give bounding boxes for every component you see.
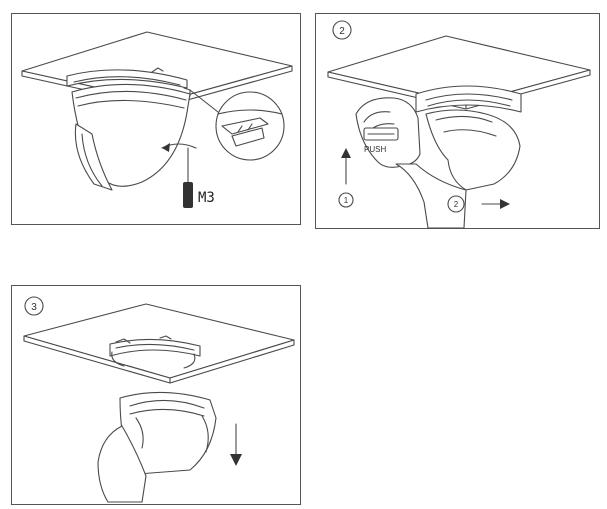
step-2-illustration: 2 PUSH bbox=[327, 20, 591, 229]
up-arrow bbox=[341, 148, 351, 185]
step-1-panel: M3 bbox=[11, 13, 301, 225]
step-number-badge: 2 bbox=[332, 20, 352, 40]
svg-text:2: 2 bbox=[454, 200, 459, 209]
svg-text:2: 2 bbox=[339, 26, 345, 37]
screwdriver-icon bbox=[183, 147, 193, 208]
hand-with-camera bbox=[97, 391, 217, 503]
step-3-panel: 3 bbox=[11, 285, 301, 505]
step-2-badge-2: 2 bbox=[447, 195, 465, 213]
push-label: PUSH bbox=[364, 145, 386, 154]
mounting-base bbox=[109, 335, 201, 369]
step-3-illustration: 3 bbox=[23, 296, 295, 503]
right-arrow bbox=[481, 199, 510, 209]
push-tab: PUSH bbox=[363, 127, 399, 154]
step-number-badge: 3 bbox=[24, 296, 44, 316]
step-2-panel: 2 PUSH bbox=[315, 13, 600, 229]
step-1-illustration: M3 bbox=[21, 31, 293, 208]
screw-label: M3 bbox=[198, 190, 215, 206]
mount-ring bbox=[415, 85, 522, 113]
detail-zoom bbox=[189, 89, 285, 161]
rotation-arrow bbox=[161, 143, 197, 152]
svg-text:3: 3 bbox=[31, 302, 37, 313]
right-hand bbox=[395, 109, 521, 229]
down-arrow bbox=[230, 423, 242, 466]
step-2-badge-1: 1 bbox=[338, 192, 354, 208]
dome-camera bbox=[71, 83, 191, 191]
mount-base bbox=[66, 67, 188, 89]
svg-text:1: 1 bbox=[344, 196, 349, 205]
